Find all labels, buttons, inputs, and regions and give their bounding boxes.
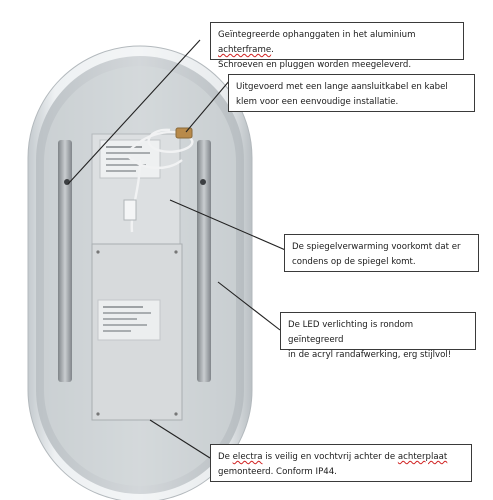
callout-spiegelverwarming-line-1: De spiegelverwarming voorkomt dat er [292,242,461,252]
aluminium-rail-left [58,140,72,382]
callout-aansluitkabel: Uitgevoerd met een lange aansluitkabel e… [228,74,475,112]
callout-electra: De electra is veilig en vochtvrij achter… [210,444,472,482]
callout-aansluitkabel-line-1: Uitgevoerd met een lange aansluitkabel e… [236,82,448,92]
connection-cable [127,128,194,233]
callout-ophanggaten-line-2: Schroeven en pluggen worden meegeleverd. [218,60,412,70]
product-label-sticker [99,139,161,179]
callout-ophanggaten: Geïntegreerde ophanggaten in het alumini… [210,22,464,70]
electra-housing [91,243,183,421]
callout-led: De LED verlichting is rondom geïntegreer… [280,312,476,360]
spellcheck-word: electra [232,452,263,462]
spellcheck-word: achterframe [218,45,272,55]
aluminium-rail-right [197,140,211,382]
callout-spiegelverwarming-line-2: condens op de spiegel komt. [292,257,416,267]
callout-led-line-1: De LED verlichting is rondom geïntegreer… [288,320,414,345]
callout-led-line-2: in de acryl randafwerking, erg stijlvol! [288,350,452,360]
cable-clamp [123,127,193,221]
hanging-hole-right [200,179,206,185]
callout-electra-line-1: De electra is veilig en vochtvrij achter… [218,452,448,462]
callout-electra-line-2: gemonteerd. Conform IP44. [218,467,337,477]
callout-spiegelverwarming: De spiegelverwarming voorkomt dat er con… [284,234,479,272]
leader-lines [67,39,291,459]
callout-ophanggaten-line-1: Geïntegreerde ophanggaten in het alumini… [218,30,419,55]
callout-aansluitkabel-line-2: klem voor een eenvoudige installatie. [236,97,399,107]
spellcheck-word: achterplaat [397,452,448,462]
